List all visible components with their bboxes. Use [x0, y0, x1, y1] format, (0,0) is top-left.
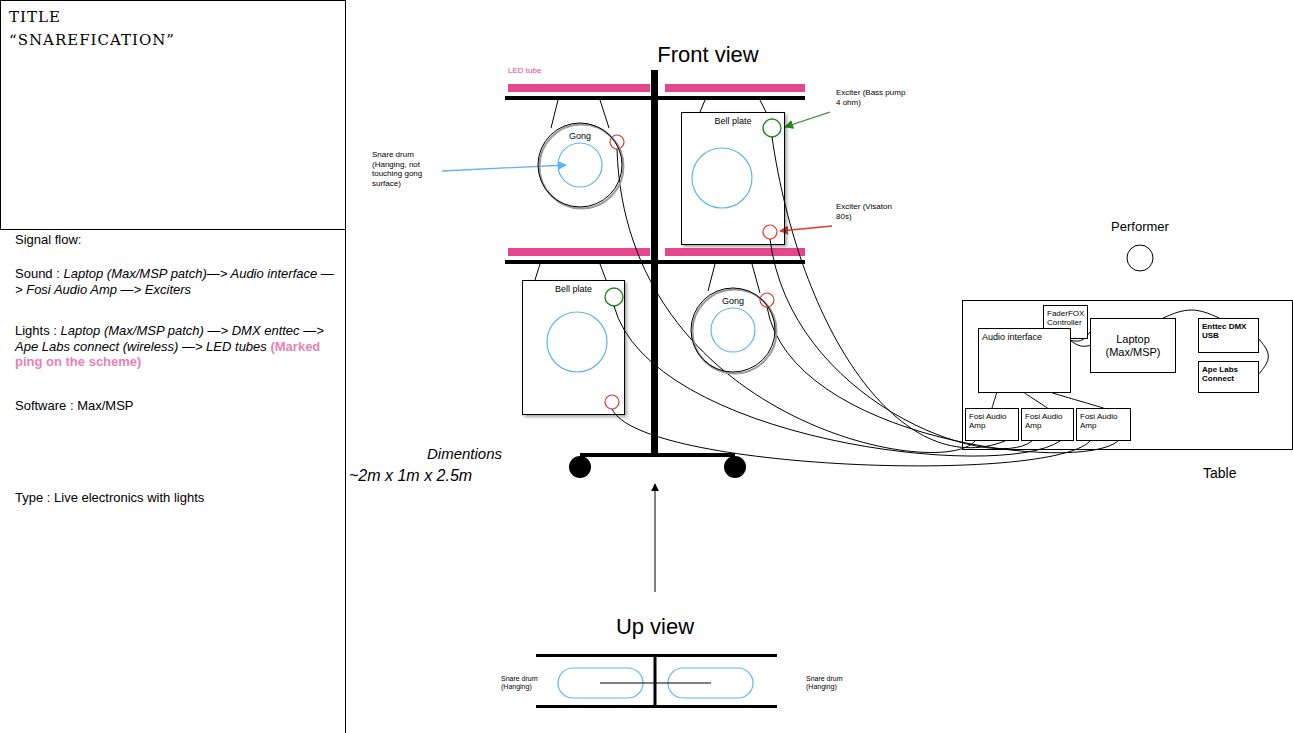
cable	[1052, 393, 1103, 408]
text-block: Performer	[1090, 219, 1190, 235]
view-title: Up view	[616, 614, 694, 639]
led-tube	[508, 248, 650, 256]
signal-flow: Laptop (Max/MSP patch)—> Audio interface…	[15, 266, 334, 297]
signal-label: Sound :	[15, 266, 60, 281]
amp-box: Fosi Audio Amp	[965, 408, 1019, 441]
callout-text: Snare drum (Hanging, not touching gong s…	[372, 150, 422, 188]
software-label: Software : Max/MSP	[15, 398, 133, 413]
interface-box-text: Audio interface	[982, 332, 1067, 342]
text-block: Type : Live electronics with lights	[15, 490, 335, 506]
text-block: Front view	[608, 42, 808, 68]
amp-box-text: Fosi Audio Amp	[1025, 412, 1070, 430]
stand-pole	[654, 655, 657, 707]
text-block: Signal flow:	[15, 232, 335, 248]
bell-plate-text: Bell plate	[682, 116, 784, 126]
stand-base	[580, 453, 735, 457]
callout-text: Exciter (Visaton 80s)	[836, 202, 892, 221]
text-block: ~2m x 1m x 2.5m	[349, 466, 509, 485]
wireless-box-text: Ape Labs Connect	[1202, 365, 1255, 383]
gong-rim	[691, 288, 775, 372]
led-tube	[508, 84, 650, 92]
text-block: Snare drum (Hanging)	[806, 675, 858, 692]
leader-arrow	[780, 226, 832, 231]
title-text: “SNAREFICATION”	[9, 32, 337, 49]
part-label: Snare drum (Hanging)	[501, 675, 538, 690]
wheel	[724, 456, 746, 478]
cable	[992, 393, 997, 408]
interface-box: Audio interface	[978, 328, 1071, 393]
gong-rim	[538, 123, 622, 207]
text-block: Exciter (Visaton 80s)	[836, 202, 894, 221]
stand-bar	[505, 260, 805, 264]
text-block: Software : Max/MSP	[15, 398, 335, 414]
wheel	[569, 456, 591, 478]
callout-text: Exciter (Bass pump 4 ohm)	[836, 88, 905, 107]
wireless-box: Ape Labs Connect	[1198, 361, 1259, 393]
amp-box: Fosi Audio Amp	[1021, 408, 1074, 441]
exciter	[605, 395, 619, 409]
text-block: Lights :Laptop (Max/MSP patch) —> DMX en…	[15, 323, 337, 370]
text-block: Snare drum (Hanging, not touching gong s…	[372, 150, 438, 188]
title-box: TITLE “SNAREFICATION”	[0, 0, 346, 230]
exciter	[605, 288, 623, 306]
exciter	[763, 119, 781, 137]
bell-plate: Bell plate	[522, 280, 625, 415]
amp-box-text: Fosi Audio Amp	[1080, 412, 1127, 430]
table-text: Table	[1203, 465, 1236, 481]
snare-drum	[547, 312, 607, 372]
title-heading: TITLE	[9, 9, 337, 26]
speaker-wire	[772, 137, 1005, 448]
leader-arrow	[442, 165, 566, 171]
snare-drum	[711, 308, 755, 352]
gong-text: Gong	[537, 131, 623, 141]
text-block: Snare drum (Hanging)	[501, 675, 553, 692]
amp-box-text: Fosi Audio Amp	[969, 412, 1015, 430]
led-tube	[665, 248, 805, 256]
led-tube	[665, 84, 805, 92]
hanging-string	[535, 100, 766, 293]
led-label: LED tube	[508, 66, 541, 75]
view-arrow	[655, 484, 656, 592]
dmx-box: Enttec DMX USB	[1198, 318, 1259, 353]
text-block: Sound :Laptop (Max/MSP patch)—> Audio in…	[15, 266, 337, 297]
cable	[1163, 310, 1219, 318]
table: TableFaderFOX ControllerAudio interfaceL…	[962, 300, 1293, 450]
controller-box-text: FaderFOX Controller	[1047, 309, 1084, 327]
type-label: Type : Live electronics with lights	[15, 490, 204, 505]
performer-label: Performer	[1111, 219, 1169, 234]
speaker-wire	[767, 307, 1118, 453]
cable	[1071, 341, 1090, 346]
dimension-label: Dimentions	[427, 445, 502, 462]
gong-text: Gong	[690, 296, 776, 306]
cable	[1259, 339, 1268, 374]
laptop-box: Laptop (Max/MSP)	[1090, 318, 1176, 373]
cable	[1025, 393, 1048, 408]
laptop-box-text: Laptop (Max/MSP)	[1094, 333, 1172, 358]
snare-drum	[692, 148, 752, 208]
stand-bar	[505, 96, 805, 100]
amp-box: Fosi Audio Amp	[1076, 408, 1131, 441]
part-label: Snare drum (Hanging)	[806, 675, 843, 690]
leader-arrow	[785, 112, 830, 127]
signal-label: Lights :	[15, 323, 57, 338]
exciter	[763, 225, 777, 239]
speaker-wire	[617, 149, 975, 453]
speaker-wire	[612, 409, 1090, 466]
performer-figure	[1127, 245, 1153, 271]
bell-plate-text: Bell plate	[523, 284, 624, 294]
dimension-value: ~2m x 1m x 2.5m	[349, 467, 472, 484]
text-block: Exciter (Bass pump 4 ohm)	[836, 88, 912, 107]
dmx-box-text: Enttec DMX USB	[1202, 322, 1255, 340]
text-block: LED tube	[508, 66, 568, 76]
text-block: Dimentions	[398, 445, 502, 463]
gong: Gong	[690, 287, 776, 373]
gong: Gong	[537, 122, 623, 208]
bell-plate: Bell plate	[681, 112, 785, 245]
section-heading: Signal flow:	[15, 232, 81, 247]
view-title: Front view	[657, 42, 758, 67]
text-block: Up view	[555, 614, 755, 640]
hanging-rod	[600, 683, 711, 684]
